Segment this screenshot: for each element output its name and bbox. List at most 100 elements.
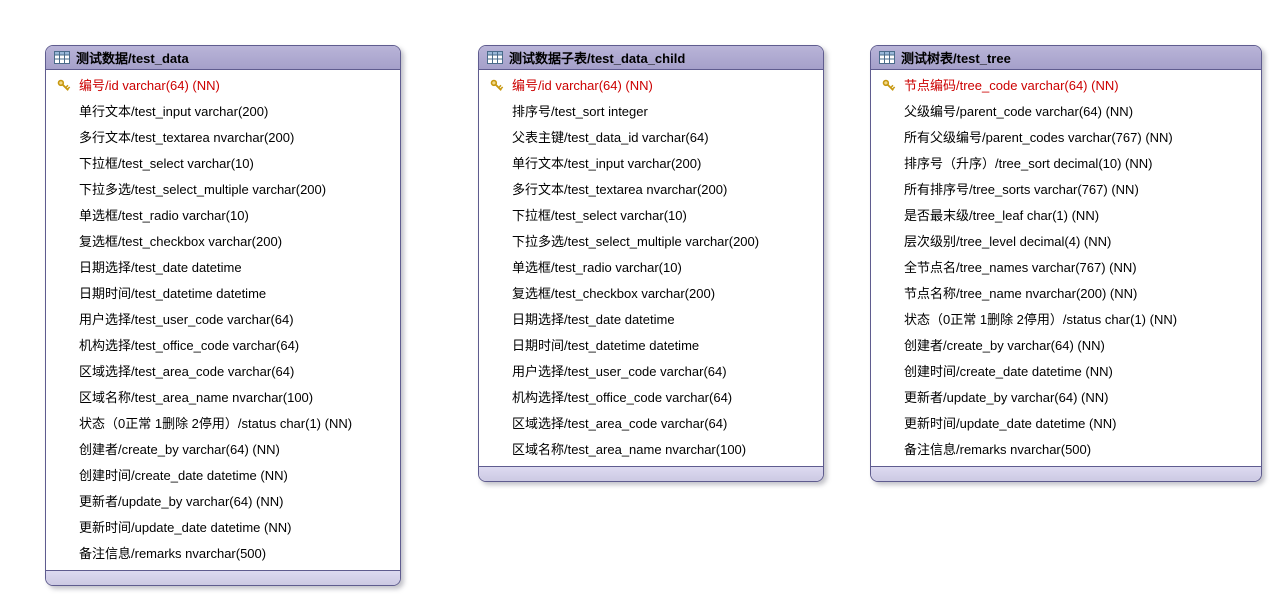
field-row[interactable]: 复选框/test_checkbox varchar(200) — [479, 281, 823, 307]
table-fields: 编号/id varchar(64) (NN) 单行文本/test_input va… — [46, 70, 400, 570]
field-row[interactable]: 区域选择/test_area_code varchar(64) — [479, 411, 823, 437]
field-label: 节点名称/tree_name nvarchar(200) (NN) — [904, 286, 1138, 301]
entity-table-test_tree[interactable]: 测试树表/test_tree 节点编码/tree_code varchar(64… — [870, 45, 1262, 482]
field-row[interactable]: 创建时间/create_date datetime (NN) — [46, 463, 400, 489]
field-label: 创建者/create_by varchar(64) (NN) — [79, 442, 280, 457]
field-row[interactable]: 用户选择/test_user_code varchar(64) — [479, 359, 823, 385]
field-row[interactable]: 备注信息/remarks nvarchar(500) — [871, 437, 1261, 463]
table-header[interactable]: 测试树表/test_tree — [871, 46, 1261, 70]
field-row[interactable]: 备注信息/remarks nvarchar(500) — [46, 541, 400, 567]
field-label: 创建者/create_by varchar(64) (NN) — [904, 338, 1105, 353]
field-row[interactable]: 日期选择/test_date datetime — [46, 255, 400, 281]
field-row[interactable]: 父表主键/test_data_id varchar(64) — [479, 125, 823, 151]
field-label: 层次级别/tree_level decimal(4) (NN) — [904, 234, 1112, 249]
field-label: 所有父级编号/parent_codes varchar(767) (NN) — [904, 130, 1173, 145]
field-label: 多行文本/test_textarea nvarchar(200) — [79, 130, 295, 145]
field-label: 状态（0正常 1删除 2停用）/status char(1) (NN) — [79, 416, 353, 431]
field-row[interactable]: 多行文本/test_textarea nvarchar(200) — [479, 177, 823, 203]
field-row[interactable]: 创建者/create_by varchar(64) (NN) — [871, 333, 1261, 359]
field-row[interactable]: 父级编号/parent_code varchar(64) (NN) — [871, 99, 1261, 125]
field-label: 下拉框/test_select varchar(10) — [79, 156, 254, 171]
primary-key-icon — [881, 78, 897, 94]
field-label: 创建时间/create_date datetime (NN) — [904, 364, 1113, 379]
field-label: 是否最末级/tree_leaf char(1) (NN) — [904, 208, 1100, 223]
field-row[interactable]: 所有排序号/tree_sorts varchar(767) (NN) — [871, 177, 1261, 203]
field-row[interactable]: 下拉多选/test_select_multiple varchar(200) — [46, 177, 400, 203]
field-row-primary-key[interactable]: 编号/id varchar(64) (NN) — [46, 73, 400, 99]
primary-key-icon — [489, 78, 505, 94]
field-label: 区域选择/test_area_code varchar(64) — [512, 416, 728, 431]
field-row[interactable]: 区域名称/test_area_name nvarchar(100) — [479, 437, 823, 463]
field-label: 日期时间/test_datetime datetime — [512, 338, 700, 353]
field-row[interactable]: 日期时间/test_datetime datetime — [46, 281, 400, 307]
field-label: 节点编码/tree_code varchar(64) (NN) — [904, 78, 1119, 93]
table-header[interactable]: 测试数据子表/test_data_child — [479, 46, 823, 70]
field-label: 复选框/test_checkbox varchar(200) — [512, 286, 716, 301]
primary-key-icon — [56, 78, 72, 94]
field-row-primary-key[interactable]: 编号/id varchar(64) (NN) — [479, 73, 823, 99]
field-label: 单选框/test_radio varchar(10) — [512, 260, 682, 275]
field-row[interactable]: 创建时间/create_date datetime (NN) — [871, 359, 1261, 385]
field-row[interactable]: 区域选择/test_area_code varchar(64) — [46, 359, 400, 385]
field-label: 所有排序号/tree_sorts varchar(767) (NN) — [904, 182, 1139, 197]
field-row[interactable]: 更新时间/update_date datetime (NN) — [871, 411, 1261, 437]
table-footer — [479, 466, 823, 481]
field-label: 排序号（升序）/tree_sort decimal(10) (NN) — [904, 156, 1153, 171]
field-row[interactable]: 更新者/update_by varchar(64) (NN) — [46, 489, 400, 515]
entity-table-test_data[interactable]: 测试数据/test_data 编号/id varchar(64) (NN) 单行文… — [45, 45, 401, 586]
field-label: 排序号/test_sort integer — [512, 104, 648, 119]
field-row[interactable]: 排序号（升序）/tree_sort decimal(10) (NN) — [871, 151, 1261, 177]
field-row[interactable]: 创建者/create_by varchar(64) (NN) — [46, 437, 400, 463]
field-label: 区域名称/test_area_name nvarchar(100) — [512, 442, 747, 457]
field-label: 全节点名/tree_names varchar(767) (NN) — [904, 260, 1137, 275]
field-row[interactable]: 多行文本/test_textarea nvarchar(200) — [46, 125, 400, 151]
field-row[interactable]: 层次级别/tree_level decimal(4) (NN) — [871, 229, 1261, 255]
field-row[interactable]: 机构选择/test_office_code varchar(64) — [479, 385, 823, 411]
field-row[interactable]: 日期选择/test_date datetime — [479, 307, 823, 333]
field-label: 父级编号/parent_code varchar(64) (NN) — [904, 104, 1134, 119]
field-label: 下拉多选/test_select_multiple varchar(200) — [512, 234, 760, 249]
field-row[interactable]: 单行文本/test_input varchar(200) — [46, 99, 400, 125]
field-row[interactable]: 下拉多选/test_select_multiple varchar(200) — [479, 229, 823, 255]
field-row[interactable]: 排序号/test_sort integer — [479, 99, 823, 125]
table-footer — [46, 570, 400, 585]
field-label: 区域名称/test_area_name nvarchar(100) — [79, 390, 314, 405]
field-row[interactable]: 是否最末级/tree_leaf char(1) (NN) — [871, 203, 1261, 229]
field-row[interactable]: 节点名称/tree_name nvarchar(200) (NN) — [871, 281, 1261, 307]
field-row[interactable]: 下拉框/test_select varchar(10) — [479, 203, 823, 229]
field-label: 更新者/update_by varchar(64) (NN) — [904, 390, 1109, 405]
field-row[interactable]: 更新时间/update_date datetime (NN) — [46, 515, 400, 541]
field-row[interactable]: 所有父级编号/parent_codes varchar(767) (NN) — [871, 125, 1261, 151]
field-row-primary-key[interactable]: 节点编码/tree_code varchar(64) (NN) — [871, 73, 1261, 99]
field-label: 区域选择/test_area_code varchar(64) — [79, 364, 295, 379]
field-row[interactable]: 全节点名/tree_names varchar(767) (NN) — [871, 255, 1261, 281]
table-header[interactable]: 测试数据/test_data — [46, 46, 400, 70]
field-row[interactable]: 下拉框/test_select varchar(10) — [46, 151, 400, 177]
field-label: 更新时间/update_date datetime (NN) — [79, 520, 292, 535]
field-row[interactable]: 机构选择/test_office_code varchar(64) — [46, 333, 400, 359]
field-row[interactable]: 单选框/test_radio varchar(10) — [479, 255, 823, 281]
field-row[interactable]: 区域名称/test_area_name nvarchar(100) — [46, 385, 400, 411]
table-fields: 节点编码/tree_code varchar(64) (NN) 父级编号/pare… — [871, 70, 1261, 466]
field-label: 编号/id varchar(64) (NN) — [79, 78, 220, 93]
field-label: 更新时间/update_date datetime (NN) — [904, 416, 1117, 431]
field-label: 用户选择/test_user_code varchar(64) — [512, 364, 727, 379]
field-row[interactable]: 状态（0正常 1删除 2停用）/status char(1) (NN) — [871, 307, 1261, 333]
field-label: 用户选择/test_user_code varchar(64) — [79, 312, 294, 327]
field-row[interactable]: 更新者/update_by varchar(64) (NN) — [871, 385, 1261, 411]
field-row[interactable]: 复选框/test_checkbox varchar(200) — [46, 229, 400, 255]
field-label: 多行文本/test_textarea nvarchar(200) — [512, 182, 728, 197]
field-row[interactable]: 用户选择/test_user_code varchar(64) — [46, 307, 400, 333]
field-row[interactable]: 单选框/test_radio varchar(10) — [46, 203, 400, 229]
field-label: 复选框/test_checkbox varchar(200) — [79, 234, 283, 249]
table-fields: 编号/id varchar(64) (NN) 排序号/test_sort inte… — [479, 70, 823, 466]
entity-table-test_data_child[interactable]: 测试数据子表/test_data_child 编号/id varchar(64)… — [478, 45, 824, 482]
field-label: 编号/id varchar(64) (NN) — [512, 78, 653, 93]
table-icon — [879, 51, 895, 64]
field-row[interactable]: 单行文本/test_input varchar(200) — [479, 151, 823, 177]
table-title: 测试数据/test_data — [76, 51, 189, 66]
field-label: 下拉框/test_select varchar(10) — [512, 208, 687, 223]
field-row[interactable]: 日期时间/test_datetime datetime — [479, 333, 823, 359]
field-label: 父表主键/test_data_id varchar(64) — [512, 130, 709, 145]
field-row[interactable]: 状态（0正常 1删除 2停用）/status char(1) (NN) — [46, 411, 400, 437]
